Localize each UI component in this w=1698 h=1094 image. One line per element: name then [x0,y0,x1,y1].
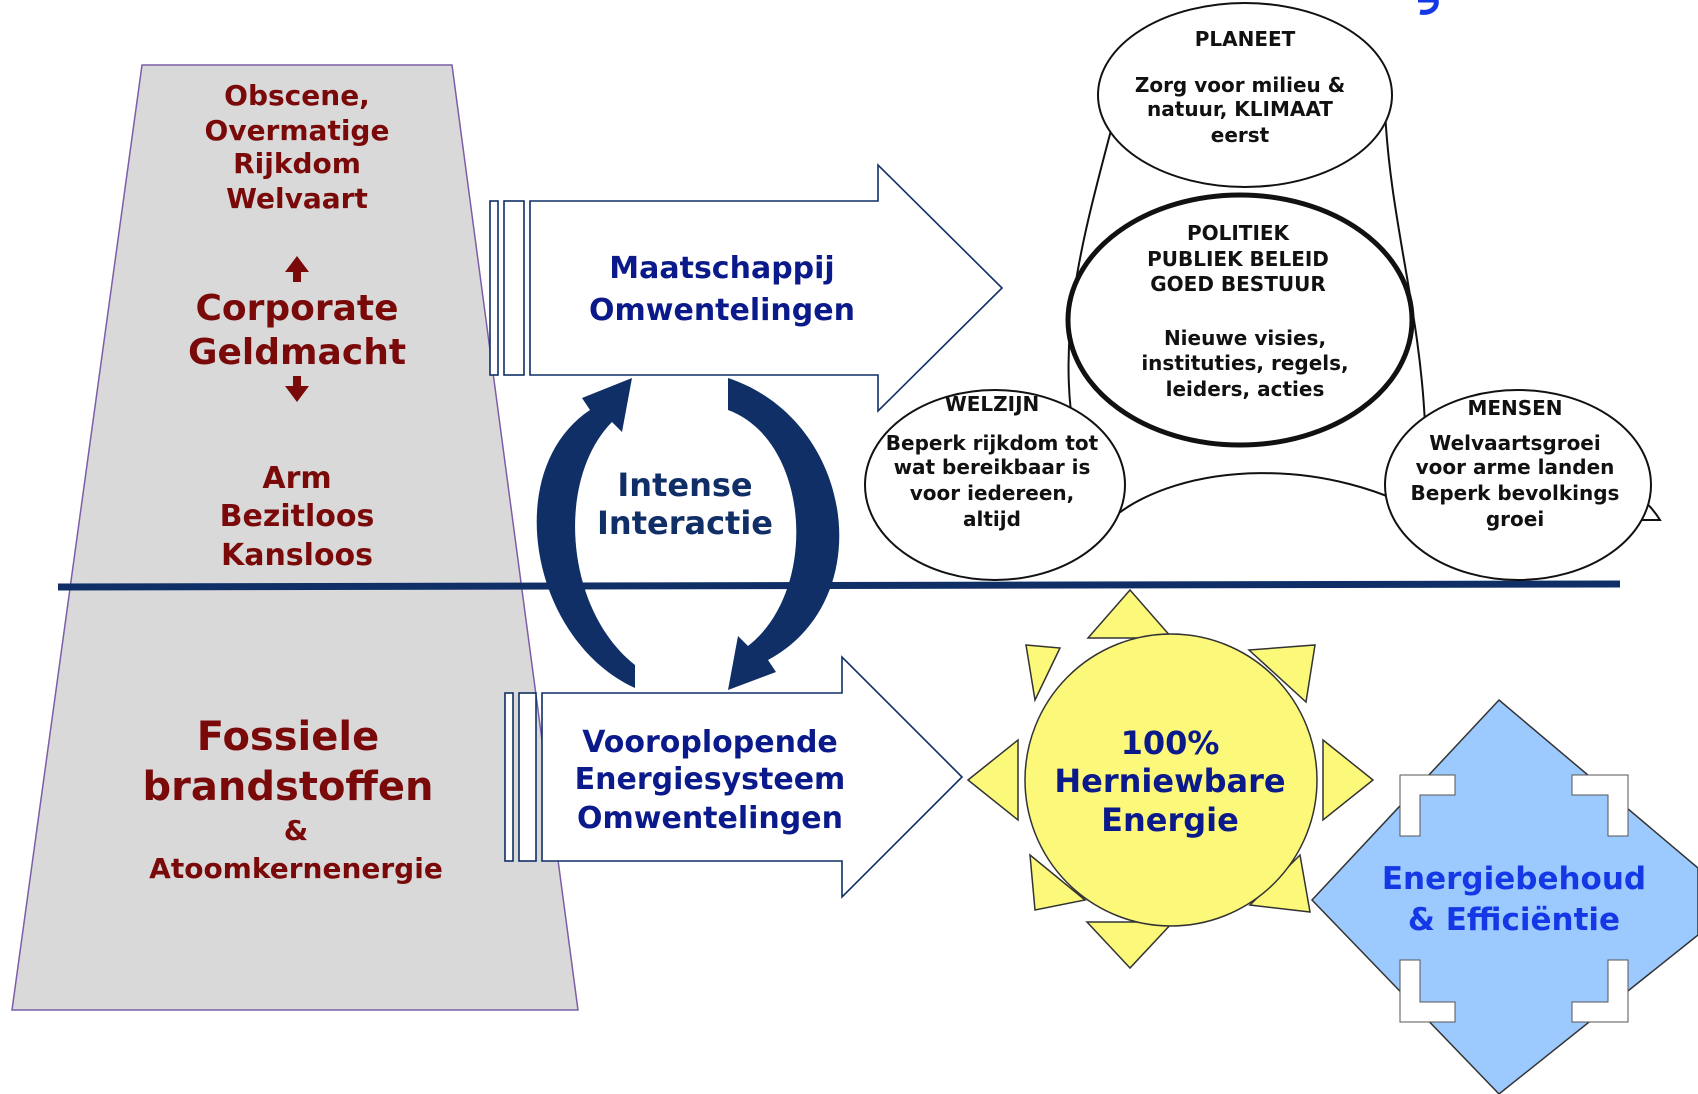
fossil-line-1: Fossiele [197,714,379,760]
corner-arrow-top-left [1399,774,1456,837]
planet-text: PLANEET Zorg voor milieu & natuur, KLIMA… [1135,27,1345,147]
people-body-3: Beperk bevolkings [1411,481,1620,505]
sun-ray-top-left [1025,644,1062,703]
energy-line-3: Omwentelingen [577,801,843,836]
politics-body-3: leiders, acties [1166,377,1325,401]
cycle-line-1: Intense [617,466,752,504]
sun-ray-bottom [1085,921,1175,970]
sun-icon [966,588,1375,970]
welfare-body-1: Beperk rijkdom tot [886,431,1099,455]
sun-line-3: Energie [1101,801,1239,839]
poor-line-3: Kansloos [221,538,373,573]
arrow-up-icon [285,256,309,282]
society-arrow-text: Maatschappij Omwentelingen [589,251,855,328]
people-body-2: voor arme landen [1416,455,1615,479]
energy-arrow [504,655,964,899]
welfare-body-2: wat bereikbaar is [894,455,1091,479]
welfare-circle [864,389,1126,581]
sun-line-2: Herniewbare [1054,762,1285,800]
planet-body-1: Zorg voor milieu & [1135,73,1345,97]
politics-title-1: POLITIEK [1187,221,1291,245]
cycle-arrows [536,378,840,690]
people-body-1: Welvaartsgroei [1429,431,1600,455]
politics-title-3: GOED BESTUUR [1150,272,1325,296]
corner-arrow-top-right [1571,774,1629,837]
sun-ray-right [1322,738,1375,822]
politics-text: POLITIEK PUBLIEK BELEID GOED BESTUUR Nie… [1141,221,1348,401]
corner-arrows [1399,774,1629,1023]
welfare-body-3: voor iedereen, [910,481,1074,505]
sun-ray-bottom-left [1029,853,1087,911]
pyramid-top-line-2: Overmatige [205,114,390,147]
corporate-line-1: Corporate [195,288,398,329]
energy-line-2: Energiesysteem [575,762,846,797]
corner-arrow-bottom-left [1399,959,1456,1023]
pyramid-top-line-4: Welvaart [226,182,368,215]
nuclear-text: Atoomkernenergie [149,852,443,885]
corporate-line-2: Geldmacht [188,332,406,373]
politics-title-2: PUBLIEK BELEID [1147,247,1329,271]
people-body-4: groei [1486,507,1544,531]
poor-line-2: Bezitloos [220,499,375,534]
people-circle [1384,389,1652,581]
fossil-amp: & [284,814,308,847]
arrow-down-icon [285,376,309,402]
corner-arrow-bottom-right [1571,959,1629,1023]
energy-arrow-text: Vooroplopende Energiesysteem Omwenteling… [575,725,846,836]
politics-circle [1065,192,1415,448]
planet-circle [1097,2,1393,188]
cycle-text: Intense Interactie [597,466,773,542]
welfare-text: WELZIJN Beperk rijkdom tot wat bereikbaa… [886,392,1099,531]
people-text: MENSEN Welvaartsgroei voor arme landen B… [1411,396,1620,531]
planet-body-2: natuur, KLIMAAT [1147,97,1333,121]
politics-body-2: instituties, regels, [1141,351,1348,375]
cycle-line-2: Interactie [597,504,773,542]
sun-line-1: 100% [1121,724,1220,762]
society-line-1: Maatschappij [609,251,834,286]
cycle-arrow-left [536,378,635,688]
fossil-line-2: brandstoffen [143,764,434,810]
diamond-text: Energiebehoud & Efficiëntie [1382,861,1646,938]
divider-line [57,580,1621,591]
cycle-arrow-right [728,378,840,690]
poor-text: Arm Bezitloos Kansloos [220,461,375,573]
pyramid-shape [11,64,579,1011]
poor-line-1: Arm [262,461,331,496]
welfare-title: WELZIJN [945,392,1040,416]
planet-body-3: eerst [1211,123,1270,147]
sun-ray-left [966,738,1019,822]
diamond-line-1: Energiebehoud [1382,861,1646,897]
planet-title: PLANEET [1195,27,1296,51]
welfare-body-4: altijd [963,507,1021,531]
sun-ray-top-right [1247,644,1316,704]
sun-ray-top [1086,588,1174,639]
energy-line-1: Vooroplopende [582,725,838,760]
pyramid-top-text: Obscene, Overmatige Rijkdom Welvaart [205,79,390,215]
sun-text: 100% Herniewbare Energie [1054,724,1285,839]
cropped-title-fragment [1418,0,1439,15]
people-title: MENSEN [1467,396,1562,420]
pyramid-top-line-1: Obscene, [224,79,370,112]
sun-disc [1024,633,1318,927]
diamond-line-2: & Efficiëntie [1408,902,1620,938]
society-line-2: Omwentelingen [589,293,855,328]
corporate-text: Corporate Geldmacht [188,288,406,373]
efficiency-diamond [1310,698,1698,1094]
politics-body-1: Nieuwe visies, [1164,326,1326,350]
pyramid-top-line-3: Rijkdom [233,147,361,180]
society-arrow [489,163,1004,413]
fossil-text: Fossiele brandstoffen & Atoomkernenergie [143,714,443,885]
